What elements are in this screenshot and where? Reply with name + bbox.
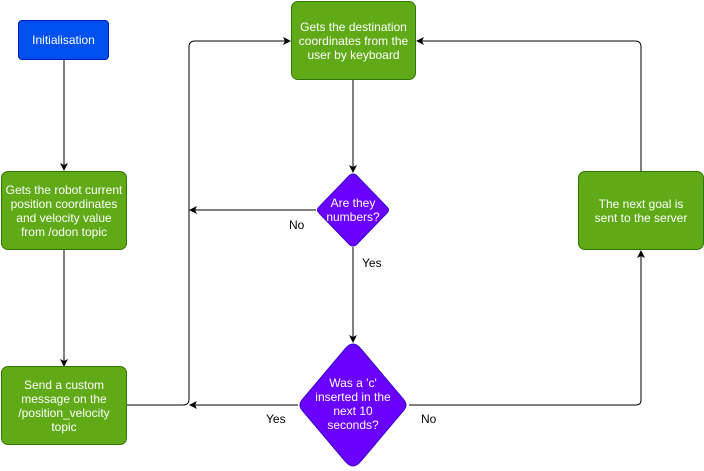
node-send-message: Send a custom message on the /position_v…: [1, 366, 127, 445]
decision-c-inserted: Was a 'c' inserted in the next 10 second…: [299, 343, 407, 467]
decision-are-numbers: Are they numbers?: [317, 173, 389, 247]
decision-c-inserted-line-4: seconds?: [327, 418, 379, 432]
edge-label-numbers-yes: Yes: [362, 256, 382, 270]
edge-c-no: [409, 250, 645, 406]
edge-next-goal-to-destination: [416, 37, 642, 171]
edge-label-numbers-no: No: [289, 218, 305, 232]
decision-c-inserted-line-3: next 10: [333, 404, 373, 418]
edge-send-to-destination: [127, 37, 291, 406]
decision-c-inserted-line-1: Was a 'c': [329, 376, 376, 390]
decision-are-numbers-line-2: numbers?: [326, 210, 380, 224]
node-get-robot-position: Gets the robot current position coordina…: [1, 171, 127, 250]
node-initialisation: Initialisation: [18, 20, 109, 60]
edge-label-c-yes: Yes: [266, 412, 286, 426]
node-get-destination: Gets the destination coordinates from th…: [291, 1, 416, 80]
node-next-goal: The next goal is sent to the server: [578, 171, 704, 250]
decision-c-inserted-line-2: inserted in the: [315, 390, 391, 404]
edge-label-c-no: No: [421, 412, 437, 426]
decision-are-numbers-line-1: Are they: [331, 196, 376, 210]
